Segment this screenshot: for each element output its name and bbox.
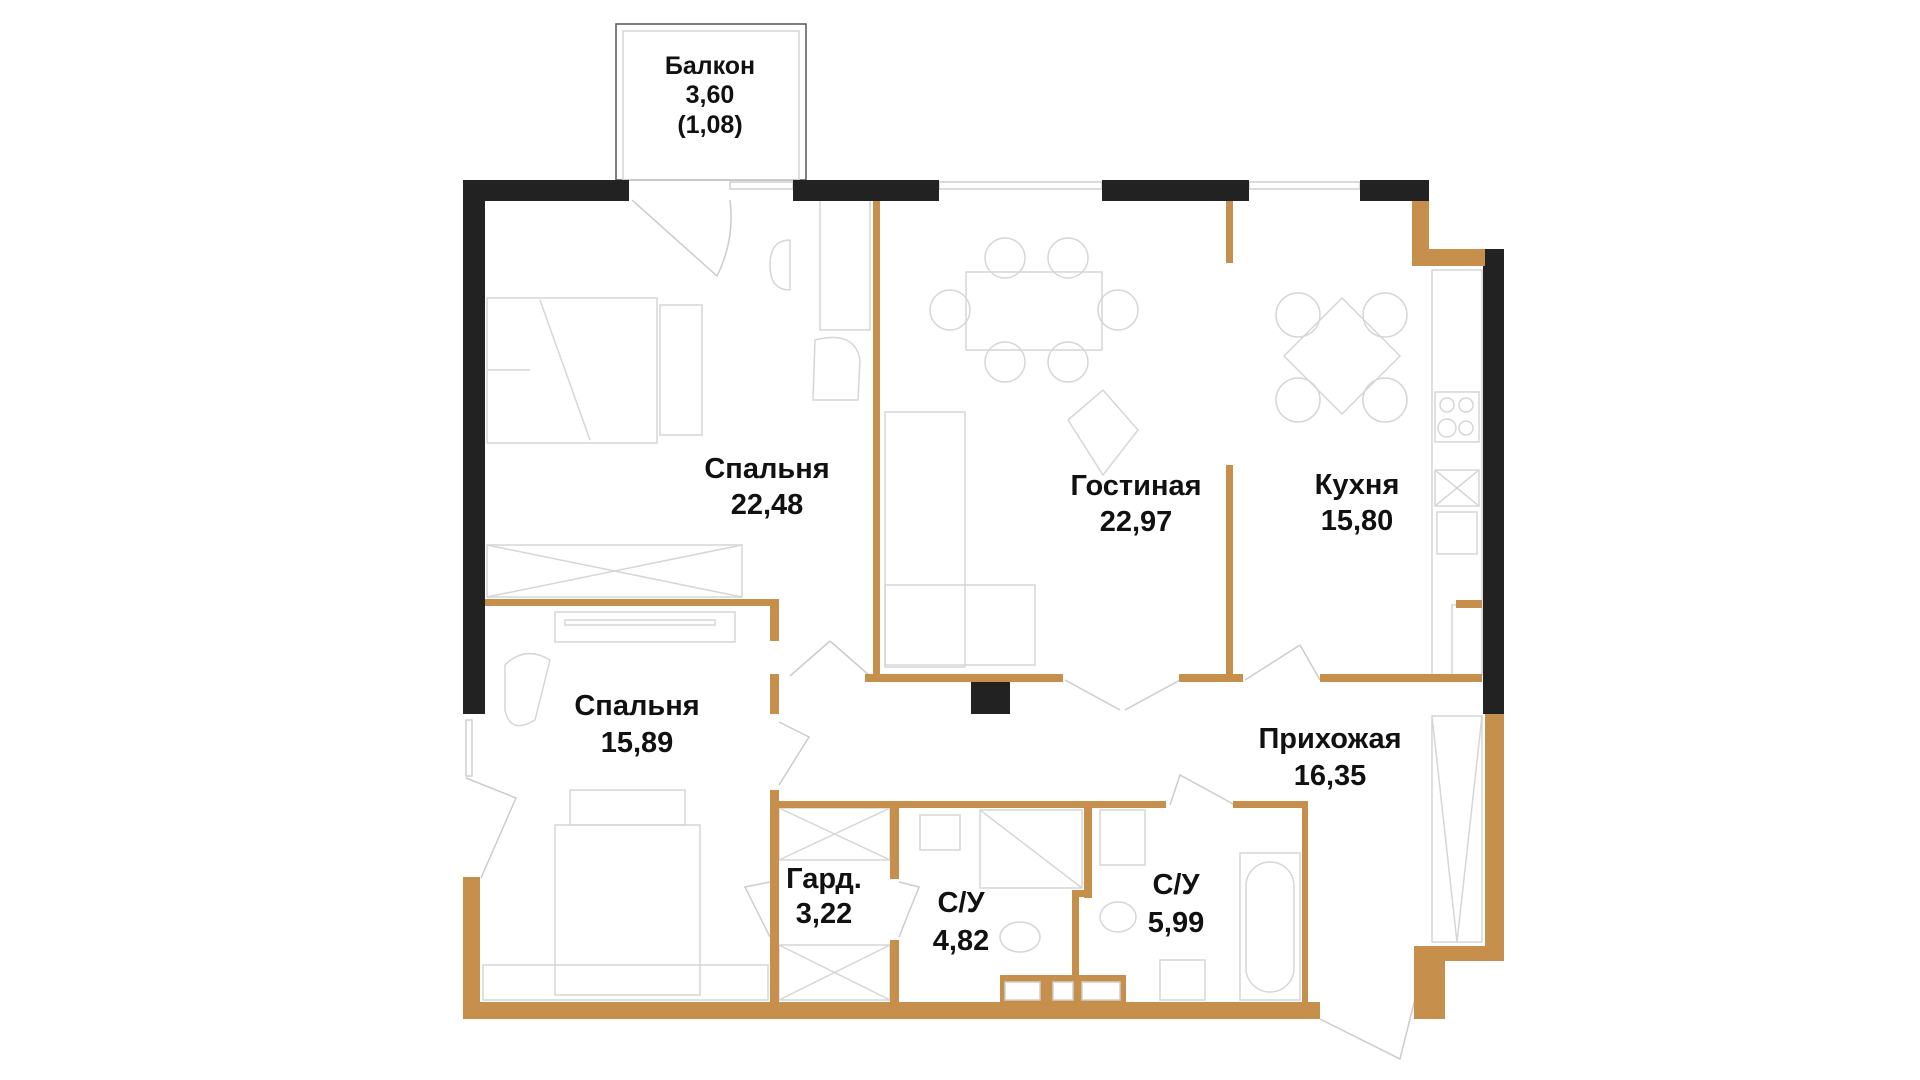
room-area: 22,97 <box>1100 506 1173 538</box>
room-area: 3,22 <box>796 898 852 930</box>
balcony-door <box>631 199 732 278</box>
bedroom2-balcony-door <box>465 777 517 879</box>
room-label-bedroom-1: Спальня 22,48 <box>704 453 829 521</box>
room-name: Кухня <box>1315 469 1400 501</box>
room-label-kitchen: Кухня 15,80 <box>1315 469 1400 537</box>
wardrobe-icon <box>486 544 743 598</box>
room-label-bathroom-1: С/У 4,82 <box>933 887 989 957</box>
window <box>938 181 1103 190</box>
room-area: 3,60 <box>686 81 735 109</box>
room-area: 4,82 <box>933 925 989 957</box>
room-name: Гард. <box>786 863 862 895</box>
balcony <box>615 23 807 181</box>
shower-icon <box>979 809 1083 889</box>
toilet-icon <box>1099 901 1137 933</box>
stove-icon <box>1434 391 1480 443</box>
room-area: 16,35 <box>1294 760 1367 792</box>
room-area: 15,89 <box>601 727 674 759</box>
bedroom2-door <box>778 721 811 786</box>
room-name: Гостиная <box>1070 470 1201 502</box>
room-label-living: Гостиная 22,97 <box>1070 470 1201 538</box>
room-name: Спальня <box>574 690 699 722</box>
bed-icon <box>554 824 701 996</box>
outer-walls <box>463 180 1504 714</box>
sink-icon <box>1436 511 1478 555</box>
toilet-icon <box>999 921 1041 953</box>
room-area: 5,99 <box>1148 907 1204 939</box>
room-name: С/У <box>937 887 985 919</box>
room-name: С/У <box>1152 869 1200 901</box>
bathtub-icon <box>1239 852 1301 1001</box>
living-door <box>1064 679 1181 711</box>
room-name: Спальня <box>704 453 829 485</box>
wardrobe-door <box>743 881 921 938</box>
room-name: Балкон <box>665 52 755 80</box>
room-label-bedroom-2: Спальня 15,89 <box>574 690 699 759</box>
furniture <box>482 199 1483 1002</box>
windows <box>465 181 1361 777</box>
dining-table-icon <box>965 271 1103 351</box>
room-area: 22,48 <box>731 489 804 521</box>
washbasin-icon <box>919 814 961 851</box>
window <box>1248 181 1361 190</box>
room-label-bathroom-2: С/У 5,99 <box>1148 869 1204 939</box>
room-area: 15,80 <box>1321 505 1394 537</box>
room-label-balcony: Балкон 3,60 (1,08) <box>665 52 755 139</box>
kitchen-table-icon <box>1282 296 1402 416</box>
entrance-door <box>1319 998 1416 1061</box>
room-label-wardrobe: Гард. 3,22 <box>786 863 862 930</box>
doors <box>465 199 1416 1061</box>
room-area-reduced: (1,08) <box>677 111 742 139</box>
window <box>465 719 473 777</box>
room-label-hallway: Прихожая 16,35 <box>1258 723 1401 792</box>
inner-walls <box>463 201 1504 1019</box>
room-name: Прихожая <box>1258 723 1401 755</box>
kitchen-counter <box>1431 269 1483 676</box>
sofa-icon <box>884 411 966 668</box>
window <box>729 181 794 190</box>
bedroom-door <box>789 640 871 677</box>
washbasin-icon <box>1159 959 1206 1001</box>
bathroom2-door <box>1169 773 1236 806</box>
kitchen-door <box>1244 644 1321 681</box>
